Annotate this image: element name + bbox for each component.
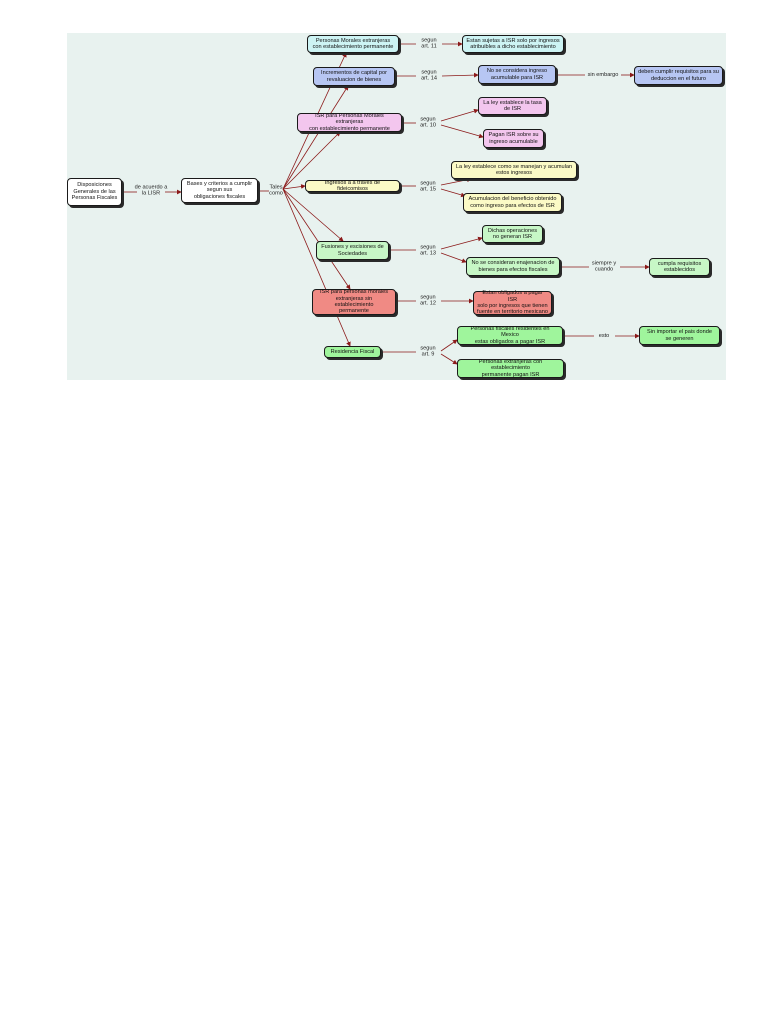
link-esto: esto (598, 332, 610, 339)
edge-art15-acumulacion (440, 188, 466, 198)
link-sin-embargo: sin embargo (587, 71, 619, 78)
link-siempre-cuando: siempre y cuando (591, 260, 617, 273)
node-fideicomisos[interactable]: Ingresos a a traves de fideicomisos (305, 180, 400, 192)
edge-tales-incrementos (282, 85, 349, 190)
node-acumulacion[interactable]: Acumulacion del beneficio obtenido como … (463, 193, 562, 212)
node-dichas[interactable]: Dichas operaciones no generan ISR (482, 225, 543, 243)
connector-lines (122, 41, 650, 365)
edge-art13-dichas (440, 236, 483, 250)
node-fusiones[interactable]: Fusiones y escisiones de Sociedades (316, 241, 389, 260)
node-pm-ext-pagan[interactable]: Personas extranjeras con establecimiento… (457, 359, 564, 378)
link-art15: segun art. 15 (420, 180, 436, 193)
node-manejan[interactable]: La ley establece como se manejan y acumu… (451, 161, 577, 179)
edge-tales-isr-pm-ext (282, 131, 341, 190)
link-art14: segun art. 14 (421, 69, 437, 82)
link-de-acuerdo: de acuerdo a la LISR (134, 184, 168, 197)
node-incrementos[interactable]: Incrementos de capital por revaluacion d… (313, 67, 395, 86)
node-cumpla[interactable]: cumpla requisitos establecidos (649, 258, 710, 276)
link-tales-como: Tales como (269, 184, 283, 197)
edge-tales-isr-sin-estab (282, 188, 351, 290)
node-sujetas-isr[interactable]: Estan sujetas a ISR solo por ingresos at… (462, 35, 564, 53)
link-art10: segun art. 10 (420, 116, 436, 129)
edge-art9-residentes (440, 339, 458, 352)
node-deben-cumplir[interactable]: deben cumplir requisitos para su deducci… (634, 66, 723, 85)
link-art12: segun art. 12 (420, 294, 436, 307)
edge-art9-pm-ext-pagan (440, 353, 458, 365)
node-isr-pm-ext[interactable]: ISR para Personas Morales extranjeras co… (297, 113, 402, 132)
node-residencia[interactable]: Residencia Fiscal (324, 346, 381, 358)
edge-tales-residencia (282, 188, 351, 347)
node-pm-ext-estab[interactable]: Personas Morales extranjeras con estable… (307, 35, 399, 53)
link-art11: segun art. 11 (421, 37, 437, 50)
node-residentes[interactable]: Personas fiscales residentes en Mexico e… (457, 326, 563, 345)
edge-art14-no-ingreso (441, 72, 479, 78)
edge-tales-fusiones (282, 188, 344, 242)
concept-map: Disposiciones Generales de las Personas … (67, 33, 726, 380)
edge-tales-fideicomisos (282, 184, 306, 190)
edge-art13-enajenacion (440, 252, 467, 263)
link-art9: segun art. 9 (420, 345, 436, 358)
node-bases[interactable]: Bases y criterios a cumplir segun sus ob… (181, 178, 258, 203)
link-art13: segun art. 13 (420, 244, 436, 257)
node-root[interactable]: Disposiciones Generales de las Personas … (67, 178, 122, 206)
node-tasa[interactable]: La ley establece la tasa de ISR (478, 97, 547, 115)
node-enajenacion[interactable]: No se consideran enajenacion de bienes p… (466, 257, 560, 276)
edge-art15-manejan (440, 177, 472, 186)
edge-art10-tasa (440, 108, 479, 122)
node-obligados-ext[interactable]: Estan obligados a pagar ISR solo por ing… (473, 290, 552, 315)
node-no-ingreso[interactable]: No se considera ingreso acumulable para … (478, 65, 556, 84)
node-pagan-isr[interactable]: Pagan ISR sobre su ingreso acumulable (483, 129, 544, 148)
edge-art10-pagan (440, 124, 484, 139)
node-sin-importar[interactable]: Sin importar el pais donde se generen (639, 326, 720, 345)
node-isr-sin-estab[interactable]: ISR para personas morales extranjeras si… (312, 289, 396, 315)
